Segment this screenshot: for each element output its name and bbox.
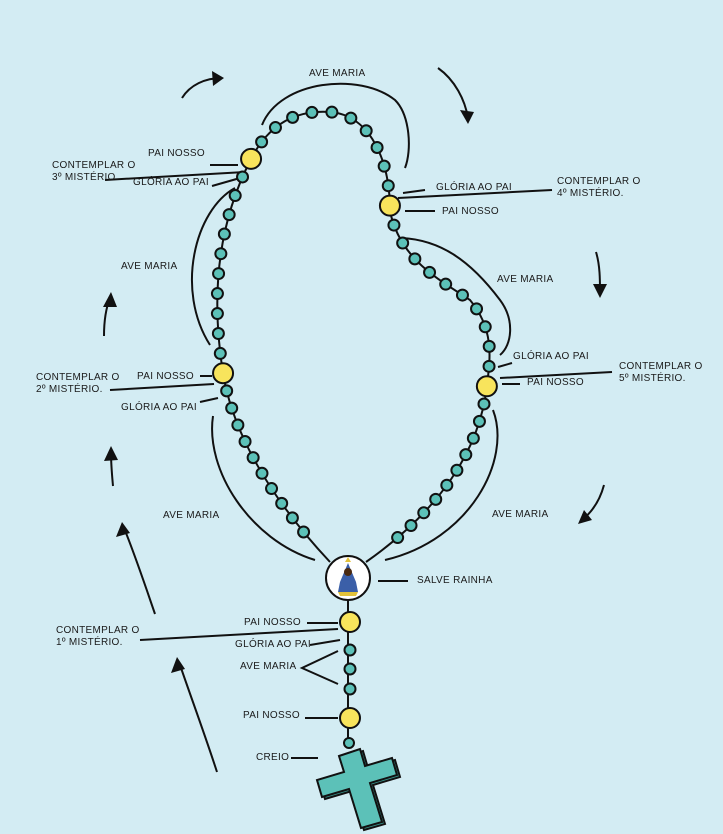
- label-misterio-4: 4º MISTÉRIO.: [557, 188, 624, 199]
- hail-mary-bead: [236, 170, 250, 184]
- hail-mary-bead: [217, 227, 231, 241]
- hail-mary-bead: [466, 431, 480, 445]
- hail-mary-bead: [255, 135, 269, 149]
- hail-mary-bead: [325, 105, 339, 119]
- hail-mary-bead: [391, 531, 405, 545]
- hail-mary-bead: [377, 159, 391, 173]
- hail-mary-bead: [285, 511, 299, 525]
- our-father-bead: [339, 611, 361, 633]
- label-salve-rainha: SALVE RAINHA: [417, 575, 493, 586]
- bracket-lines: [103, 67, 613, 773]
- label-misterio-3: 3º MISTÉRIO.: [52, 172, 119, 183]
- hail-mary-bead: [439, 277, 453, 291]
- hail-mary-bead: [450, 463, 464, 477]
- label-ave-maria-stem: AVE MARIA: [240, 661, 297, 672]
- hail-mary-bead: [423, 265, 437, 279]
- label-gloria-3: GLÓRIA AO PAI: [133, 177, 209, 188]
- label-gloria-4: GLÓRIA AO PAI: [436, 182, 512, 193]
- direction-arrowheads: [103, 71, 607, 673]
- hail-mary-bead: [359, 124, 373, 138]
- label-pai-nosso-1: PAI NOSSO: [244, 617, 301, 628]
- bead-group: [210, 105, 498, 729]
- label-contemplar-1: CONTEMPLAR O: [56, 625, 140, 636]
- hail-mary-bead: [343, 682, 357, 696]
- label-contemplar-2: CONTEMPLAR O: [36, 372, 120, 383]
- label-pai-nosso-stem: PAI NOSSO: [243, 710, 300, 721]
- hail-mary-bead: [213, 346, 227, 360]
- label-ave-maria-right: AVE MARIA: [497, 274, 554, 285]
- hail-mary-bead: [211, 327, 225, 341]
- label-pai-nosso-3: PAI NOSSO: [148, 148, 205, 159]
- hail-mary-bead: [268, 121, 282, 135]
- hail-mary-bead: [396, 236, 410, 250]
- hail-mary-bead: [210, 307, 224, 321]
- label-pai-nosso-2: PAI NOSSO: [137, 371, 194, 382]
- hail-mary-bead: [387, 218, 401, 232]
- label-gloria-2: GLÓRIA AO PAI: [121, 402, 197, 413]
- label-gloria-5: GLÓRIA AO PAI: [513, 351, 589, 362]
- hail-mary-bead: [408, 252, 422, 266]
- our-father-bead: [378, 194, 401, 217]
- hail-mary-bead: [455, 288, 469, 302]
- label-ave-maria-top: AVE MARIA: [309, 68, 366, 79]
- hail-mary-bead: [255, 466, 269, 480]
- cross-icon: [315, 737, 402, 832]
- hail-mary-bead: [417, 506, 431, 520]
- hail-mary-bead: [275, 496, 289, 510]
- hail-mary-bead: [459, 448, 473, 462]
- hail-mary-bead: [225, 401, 239, 415]
- label-ave-maria-lower-right: AVE MARIA: [492, 509, 549, 520]
- label-misterio-1: 1º MISTÉRIO.: [56, 637, 123, 648]
- label-pai-nosso-4: PAI NOSSO: [442, 206, 499, 217]
- medallion-icon: [325, 555, 371, 601]
- hail-mary-bead: [470, 302, 484, 316]
- hail-mary-bead: [478, 320, 492, 334]
- hail-mary-bead: [238, 435, 252, 449]
- hail-mary-bead: [214, 247, 228, 261]
- hail-mary-bead: [381, 179, 395, 193]
- hail-mary-bead: [482, 359, 496, 373]
- hail-mary-bead: [222, 208, 236, 222]
- our-father-bead: [240, 147, 263, 170]
- hail-mary-bead: [344, 111, 358, 125]
- hail-mary-bead: [343, 662, 357, 676]
- label-contemplar-5: CONTEMPLAR O: [619, 361, 703, 372]
- label-gloria-1: GLÓRIA AO PAI: [235, 639, 311, 650]
- label-misterio-2: 2º MISTÉRIO.: [36, 384, 103, 395]
- label-pai-nosso-5: PAI NOSSO: [527, 377, 584, 388]
- hail-mary-bead: [286, 110, 300, 124]
- our-father-bead: [212, 362, 235, 385]
- our-father-bead: [339, 707, 361, 729]
- label-ave-maria-left: AVE MARIA: [121, 261, 178, 272]
- label-creio: CREIO: [256, 752, 290, 763]
- label-misterio-5: 5º MISTÉRIO.: [619, 373, 686, 384]
- hail-mary-bead: [440, 478, 454, 492]
- hail-mary-bead: [429, 492, 443, 506]
- hail-mary-bead: [343, 643, 357, 657]
- hail-mary-bead: [246, 451, 260, 465]
- hail-mary-bead: [212, 267, 226, 281]
- hail-mary-bead: [297, 525, 311, 539]
- hail-mary-bead: [370, 140, 384, 154]
- hail-mary-bead: [482, 339, 496, 353]
- hail-mary-bead: [305, 105, 319, 119]
- label-ave-maria-lower-left: AVE MARIA: [163, 510, 220, 521]
- hail-mary-bead: [265, 482, 279, 496]
- hail-mary-bead: [228, 189, 242, 203]
- our-father-bead: [475, 375, 498, 398]
- hail-mary-bead: [210, 287, 224, 301]
- hail-mary-bead: [477, 397, 491, 411]
- label-contemplar-4: CONTEMPLAR O: [557, 176, 641, 187]
- hail-mary-bead: [404, 519, 418, 533]
- hail-mary-bead: [472, 414, 486, 428]
- hail-mary-bead: [220, 384, 234, 398]
- label-contemplar-3: CONTEMPLAR O: [52, 160, 136, 171]
- hail-mary-bead: [231, 418, 245, 432]
